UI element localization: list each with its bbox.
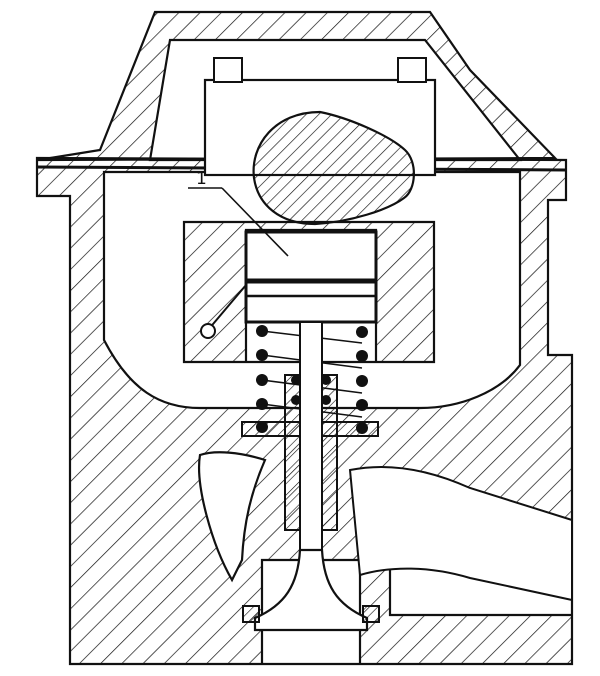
valve-seat-left — [242, 605, 260, 623]
oil-passage-ball — [200, 323, 216, 339]
callout-1-leader — [221, 187, 289, 257]
spring-coil — [291, 375, 301, 385]
tappet-bucket — [244, 230, 378, 282]
bearing-stud-right — [397, 57, 427, 83]
spring-coil — [256, 421, 268, 433]
spring-coil — [356, 399, 368, 411]
valve-seat-right — [362, 605, 380, 623]
tappet-shim — [244, 280, 378, 324]
spring-coil — [291, 395, 301, 405]
spring-coil — [356, 375, 368, 387]
bearing-stud-left — [213, 57, 243, 83]
spring-coil — [321, 395, 331, 405]
valve-head — [253, 548, 369, 632]
oil-passage — [207, 284, 247, 331]
exhaust-port — [348, 465, 573, 602]
spring-coil — [321, 375, 331, 385]
callout-1-label: 1 — [196, 169, 207, 189]
valve-stem — [299, 321, 323, 558]
cam-lobe — [252, 110, 415, 226]
spring-coil — [356, 350, 368, 362]
spring-coil — [356, 422, 368, 434]
spring-coil — [356, 326, 368, 338]
